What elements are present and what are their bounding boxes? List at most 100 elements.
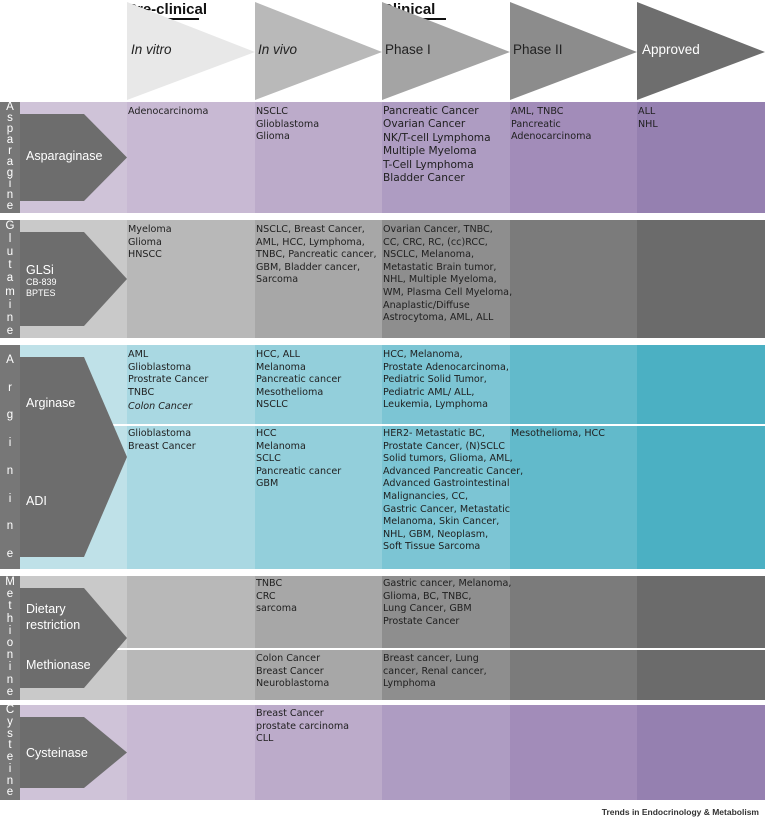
amino-letter: u: [6, 246, 14, 259]
amino-letter: m: [5, 285, 15, 298]
amino-letter: n: [6, 464, 14, 477]
amino-letter: g: [6, 167, 14, 179]
band-arginine-col-3: [255, 345, 382, 569]
band-asparagine-col-2: [127, 102, 255, 213]
arginine-divider: [20, 424, 765, 426]
amino-letter: i: [8, 437, 12, 450]
band-arginine-col-6: [637, 345, 765, 569]
band-methionine-col-2: [127, 576, 255, 700]
amino-letter: M: [5, 576, 15, 588]
amino-letter: n: [6, 774, 14, 787]
amino-letter: e: [6, 786, 14, 799]
phase-arrow-approved: [637, 2, 765, 100]
cell-dietary-phase-1: Gastric cancer, Melanoma, Glioma, BC, TN…: [383, 578, 512, 627]
cell-asparaginase-phase-1: Pancreatic Cancer Ovarian Cancer NK/T-ce…: [383, 105, 491, 185]
band-cysteine-col-2: [127, 705, 255, 800]
amino-letter: o: [6, 637, 14, 650]
amino-letter: y: [7, 715, 13, 728]
band-asparagine-col-4: [382, 102, 510, 213]
amino-letter: n: [6, 520, 14, 533]
amino-letter: A: [6, 353, 14, 366]
band-cysteine-col-6: [637, 705, 765, 800]
cell-glsi-phase-1: Ovarian Cancer, TNBC, CC, CRC, RC, (cc)R…: [383, 224, 513, 324]
amino-letter: i: [8, 762, 12, 775]
band-glutamine-col-6: [637, 220, 765, 338]
cell-arginase-in-vitro-italic: Colon Cancer: [128, 401, 193, 412]
band-arginine-col-5: [510, 345, 637, 569]
phase-label-in-vitro: In vitro: [131, 42, 172, 57]
amino-letter: n: [6, 311, 14, 324]
band-methionine-col-5: [510, 576, 637, 700]
cell-asparaginase-approved: ALL NHL: [638, 106, 658, 130]
enzyme-arrow-cysteinase: [20, 717, 127, 788]
amino-letter: p: [6, 123, 14, 135]
band-methionine-col-3: [255, 576, 382, 700]
enzyme-label-glsi: GLSi: [26, 263, 54, 277]
enzyme-arrow-asparaginase: [20, 114, 127, 201]
enzyme-arrows: [20, 114, 127, 788]
amino-letter: n: [6, 189, 14, 201]
amino-letter: e: [6, 548, 14, 561]
amino-letter: i: [8, 492, 12, 505]
phase-arrow-phase-2: [510, 2, 637, 100]
amino-letter: t: [8, 600, 12, 613]
band-asparagine-col-5: [510, 102, 637, 213]
amino-letter: r: [8, 381, 12, 394]
enzyme-arrow-glsi: [20, 232, 127, 326]
amino-letter: i: [8, 178, 12, 190]
enzyme-label-asparaginase: Asparaginase: [26, 149, 103, 163]
band-cysteine-col-4: [382, 705, 510, 800]
band-arginine-col-2: [127, 345, 255, 569]
amino-letter: t: [8, 259, 12, 272]
cell-glsi-in-vivo: NSCLC, Breast Cancer, AML, HCC, Lymphoma…: [256, 224, 377, 286]
amino-letter: l: [8, 233, 12, 246]
amino-letter: G: [5, 220, 15, 232]
sidebar-cysteine: [0, 705, 20, 800]
amino-letter: A: [6, 101, 14, 113]
amino-letter: a: [6, 134, 14, 146]
amino-letter: C: [5, 704, 15, 716]
phase-label-in-vivo: In vivo: [258, 42, 298, 57]
sidebar-asparagine: [0, 102, 20, 213]
cell-adi-in-vitro: Glioblastoma Breast Cancer: [128, 428, 196, 452]
methionine-divider: [20, 648, 765, 650]
amino-letter: e: [6, 200, 14, 212]
sidebar-arginine: [0, 345, 20, 569]
amino-letter: g: [6, 409, 14, 422]
phase-label-approved: Approved: [642, 42, 700, 57]
band-glutamine-col-2: [127, 220, 255, 338]
cell-asparaginase-in-vitro: Adenocarcinoma: [128, 106, 209, 117]
enzyme-label-dietary-restriction: Dietary restriction: [26, 602, 81, 632]
amino-letter: e: [6, 751, 14, 763]
cell-methionase-phase-1: Breast cancer, Lung cancer, Renal cancer…: [383, 653, 487, 690]
band-arginine-col-4: [382, 345, 510, 569]
band-cysteine-col-3: [255, 705, 382, 800]
amino-letter: e: [6, 324, 14, 337]
amino-letter: n: [6, 649, 14, 662]
cell-adi-phase-1: HER2- Metastatic BC, Prostate Cancer, (N…: [383, 428, 524, 553]
enzyme-arrow-methionine: [20, 588, 127, 688]
cell-arginase-in-vitro: AML Glioblastoma Prostrate Cancer TNBC: [128, 349, 209, 398]
amino-letter: i: [8, 298, 12, 311]
band-cysteine-col-5: [510, 705, 637, 800]
enzyme-label-arginase: Arginase: [26, 396, 76, 410]
sidebar-methionine: [0, 576, 20, 700]
amino-letter: s: [7, 727, 13, 740]
cell-methionase-in-vivo: Colon Cancer Breast Cancer Neuroblastoma: [256, 653, 330, 690]
phase-arrows: [127, 2, 765, 100]
amino-letter: i: [8, 661, 12, 674]
enzyme-label-cysteinase: Cysteinase: [26, 746, 88, 760]
band-glutamine-col-3: [255, 220, 382, 338]
phase-label-phase-1: Phase I: [385, 42, 431, 57]
enzyme-arrow-arginine: [20, 357, 127, 557]
amino-letter: n: [6, 673, 14, 686]
enzyme-label-adi: ADI: [26, 494, 47, 508]
amino-letter: a: [6, 156, 14, 168]
sidebar-glutamine: [0, 220, 20, 338]
publisher-credit: Trends in Endocrinology & Metabolism: [601, 807, 759, 817]
band-methionine-col-4: [382, 576, 510, 700]
enzyme-label-methionase: Methionase: [26, 658, 91, 672]
